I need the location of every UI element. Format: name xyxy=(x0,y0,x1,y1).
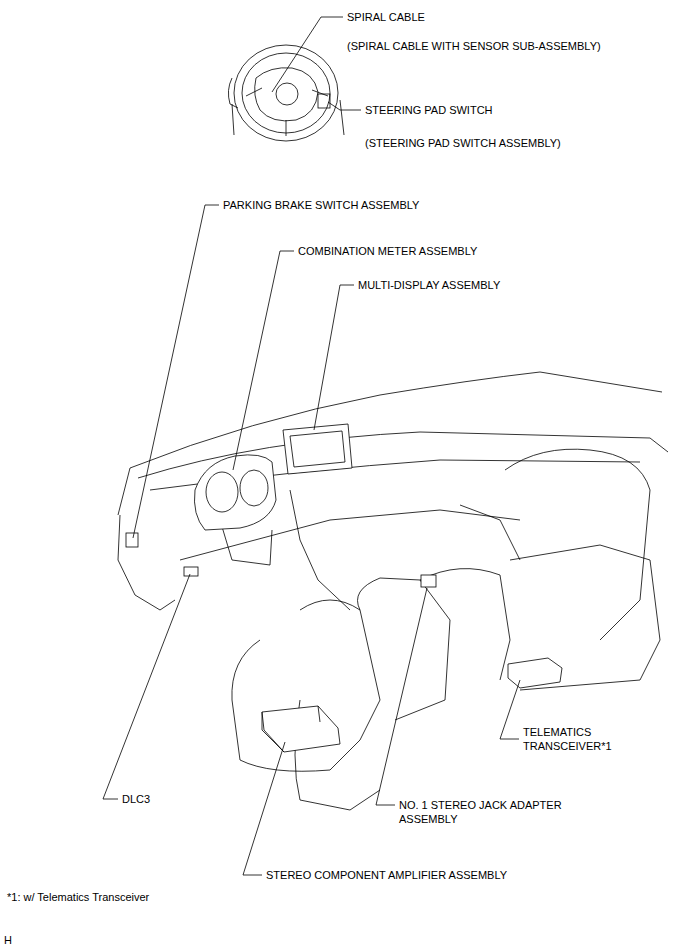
part-label: MULTI-DISPLAY ASSEMBLY xyxy=(358,278,500,292)
part-label: SPIRAL CABLE xyxy=(347,10,425,24)
telematics-transceiver xyxy=(508,658,562,688)
steering-wheel xyxy=(228,45,344,141)
parking-brake-switch xyxy=(126,533,138,547)
dashboard-outline xyxy=(118,372,668,610)
part-label: STEERING PAD SWITCH xyxy=(365,103,493,117)
stereo-component-amplifier xyxy=(262,706,340,752)
part-label: COMBINATION METER ASSEMBLY xyxy=(298,244,477,258)
part-label: H xyxy=(4,933,12,947)
seats-and-console xyxy=(232,449,660,810)
part-label: STEREO COMPONENT AMPLIFIER ASSEMBLY xyxy=(266,868,507,882)
combination-meter xyxy=(194,455,276,530)
part-label: DLC3 xyxy=(122,792,150,806)
part-label: PARKING BRAKE SWITCH ASSEMBLY xyxy=(223,198,419,212)
part-label: TELEMATICS TRANSCEIVER*1 xyxy=(523,725,623,753)
part-label: *1: w/ Telematics Transceiver xyxy=(7,890,149,904)
part-label: (SPIRAL CABLE WITH SENSOR SUB-ASSEMBLY) xyxy=(347,39,601,53)
stereo-jack-adapter xyxy=(421,575,436,587)
multi-display xyxy=(283,424,352,474)
part-label: (STEERING PAD SWITCH ASSEMBLY) xyxy=(365,136,561,150)
dlc3 xyxy=(184,567,198,576)
part-label: NO. 1 STEREO JACK ADAPTER ASSEMBLY xyxy=(399,798,584,826)
